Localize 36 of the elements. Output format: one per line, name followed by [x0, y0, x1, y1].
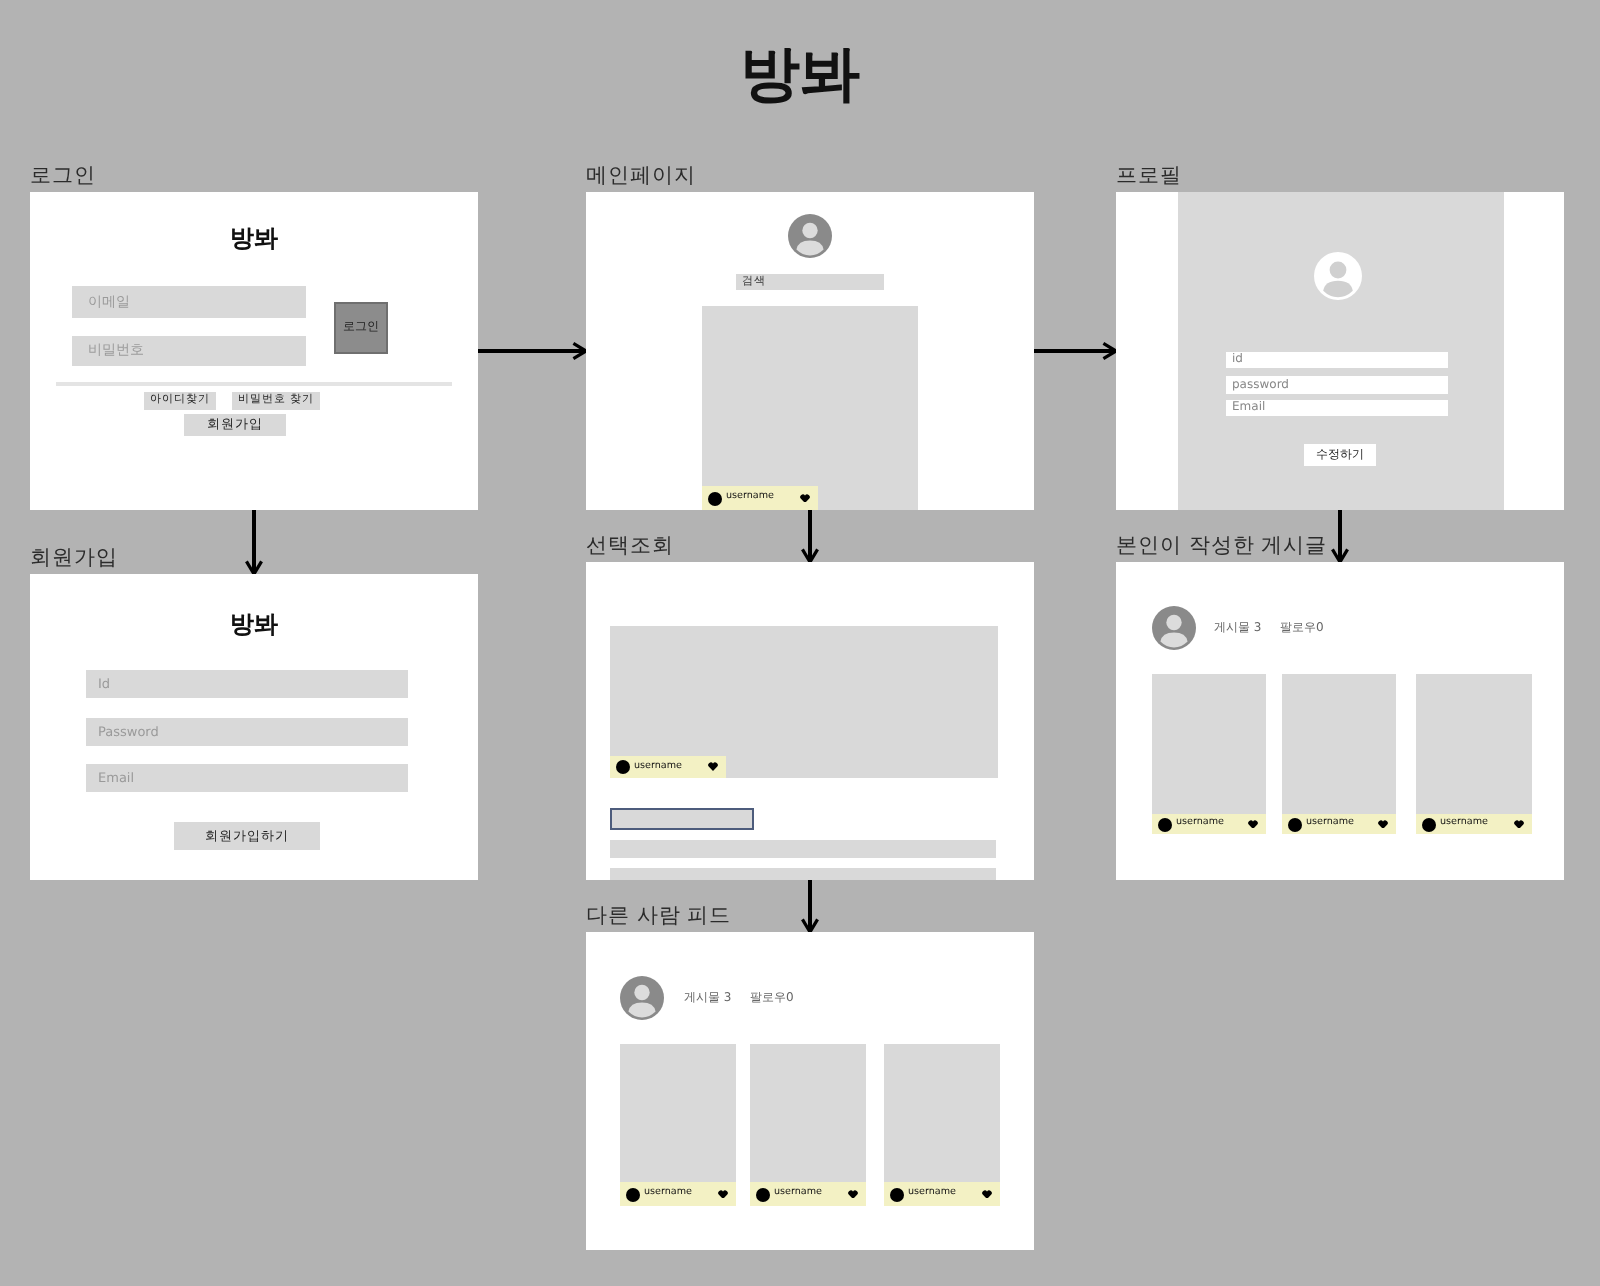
screen-heading: 메인페이지 — [586, 164, 696, 188]
user-bar — [1416, 814, 1532, 834]
user-bar — [1152, 814, 1266, 834]
input-field — [610, 808, 754, 830]
image-placeholder — [1282, 674, 1396, 814]
user-bar — [750, 1182, 866, 1206]
image-placeholder — [620, 1044, 736, 1182]
page-title: 방봐 — [740, 42, 860, 110]
screen-heading: 회원가입 — [30, 546, 118, 570]
arrow — [800, 880, 820, 934]
arrow — [800, 510, 820, 564]
app-title: 방봐 — [230, 223, 278, 253]
screen-heading: 선택조회 — [586, 534, 674, 558]
image-placeholder — [610, 626, 998, 778]
image-placeholder — [1152, 674, 1266, 814]
screen-heading: 로그인 — [30, 164, 96, 188]
image-placeholder — [702, 306, 918, 510]
placeholder-bar — [610, 868, 996, 880]
screen-heading: 다른 사람 피드 — [586, 904, 732, 928]
arrow — [1330, 510, 1350, 564]
profile-panel — [1178, 192, 1504, 510]
placeholder-bar — [610, 840, 996, 858]
arrow — [478, 341, 588, 361]
image-placeholder — [884, 1044, 1000, 1182]
screen-heading: 본인이 작성한 게시글 — [1116, 534, 1328, 558]
user-bar — [620, 1182, 736, 1206]
arrow — [244, 510, 264, 576]
arrow — [1034, 341, 1118, 361]
user-bar — [610, 756, 726, 778]
screen-heading: 프로필 — [1116, 164, 1182, 188]
user-bar — [1282, 814, 1396, 834]
user-bar — [884, 1182, 1000, 1206]
image-placeholder — [750, 1044, 866, 1182]
image-placeholder — [1416, 674, 1532, 814]
user-bar — [702, 486, 818, 510]
app-title: 방봐 — [230, 609, 278, 639]
